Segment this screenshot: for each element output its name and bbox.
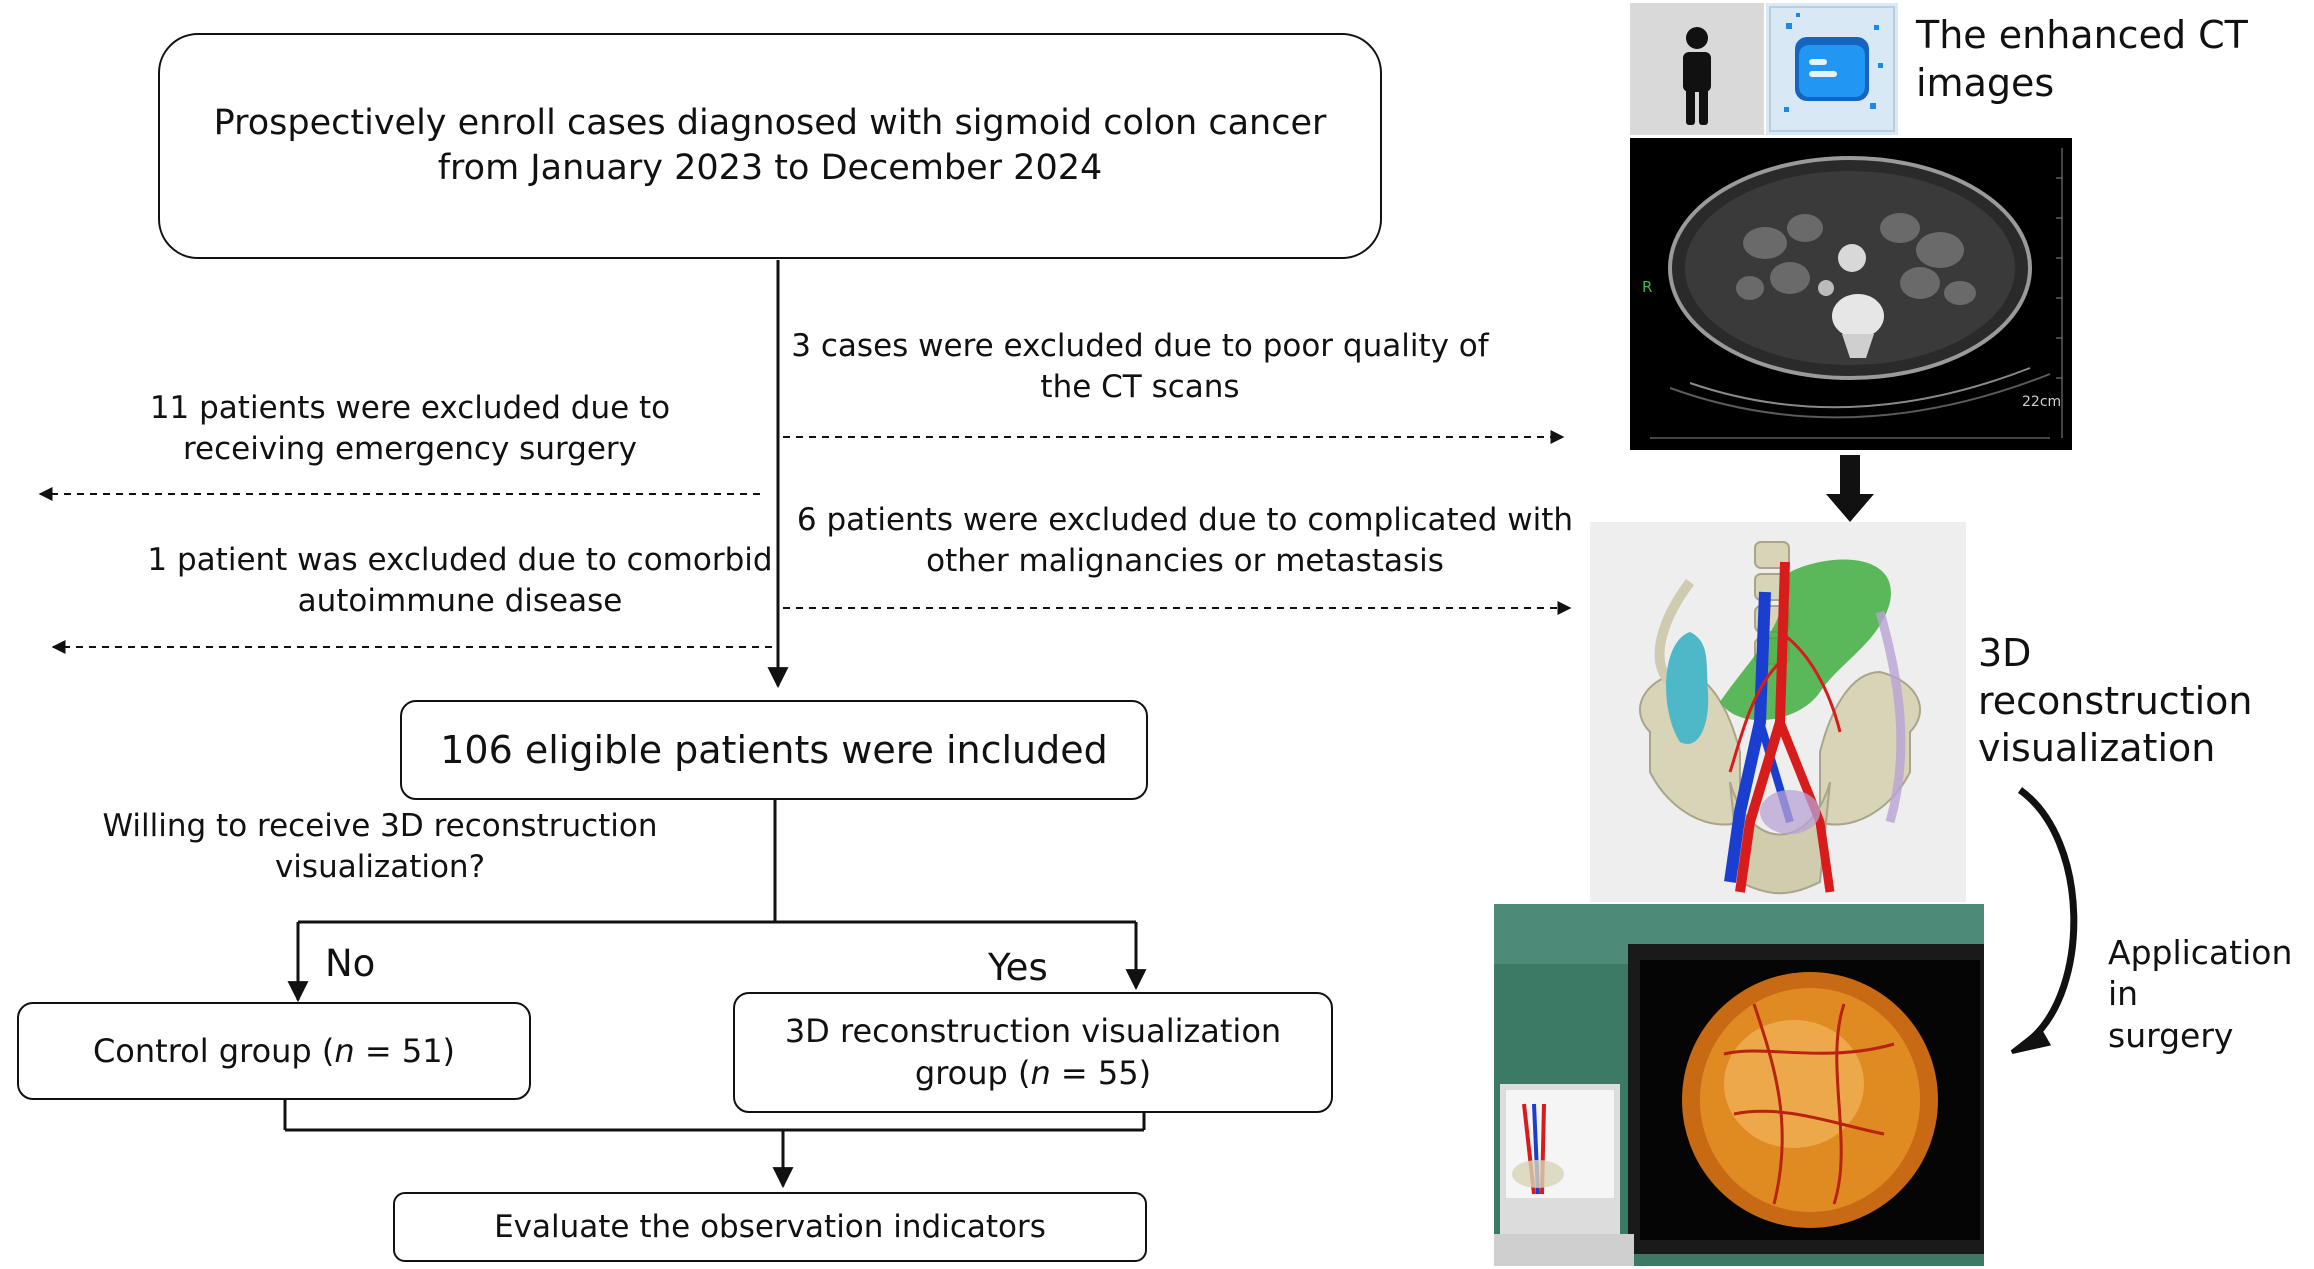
control-group-box: Control group (n = 51)	[17, 1002, 531, 1100]
no-label: No	[325, 942, 376, 985]
enroll-box: Prospectively enroll cases diagnosed wit…	[158, 33, 1382, 259]
recon-group-line2: group (n = 55)	[914, 1053, 1152, 1092]
excl-emerg-text: 11 patients were excluded due to receivi…	[149, 390, 671, 467]
eligible-text: 106 eligible patients were included	[440, 728, 1108, 772]
recon-group-box: 3D reconstruction visualization group (n…	[733, 992, 1333, 1113]
surgery-label: Application in surgery	[2108, 933, 2293, 1055]
file-folder-icon	[1769, 6, 1895, 132]
ct-to-3d-arrow-shaft	[1840, 455, 1860, 497]
ct-title: The enhanced CT images	[1916, 13, 2248, 105]
yes-label: Yes	[988, 946, 1048, 989]
recon-title: 3D reconstruction visualization	[1978, 631, 2253, 770]
eligible-box: 106 eligible patients were included	[400, 700, 1148, 800]
ct-to-3d-arrow-head	[1826, 494, 1874, 522]
folder-tile	[1766, 3, 1898, 135]
ct-marker-r: R	[1642, 278, 1653, 296]
surgery-photo	[1494, 904, 1984, 1266]
excl-auto-text: 1 patient was excluded due to comorbid a…	[147, 542, 773, 619]
enroll-text-line2: from January 2023 to December 2024	[437, 148, 1103, 188]
person-tile	[1630, 3, 1764, 135]
recon-group-line1: 3D reconstruction visualization	[784, 1011, 1282, 1050]
excl-malig-text: 6 patients were excluded due to complica…	[796, 502, 1574, 579]
question-text: Willing to receive 3D reconstruction vis…	[102, 808, 658, 885]
ct-scan-image: R 22cm	[1630, 138, 2072, 450]
recon-3d-image	[1590, 522, 1966, 902]
evaluate-box: Evaluate the observation indicators	[393, 1192, 1147, 1262]
enroll-text-line1: Prospectively enroll cases diagnosed wit…	[213, 102, 1327, 143]
evaluate-text: Evaluate the observation indicators	[494, 1209, 1046, 1245]
curved-arrow-icon	[2017, 787, 2078, 1043]
person-icon	[1683, 27, 1711, 125]
ct-scale-label: 22cm	[2022, 394, 2062, 410]
control-group-text: Control group (n = 51)	[92, 1032, 456, 1070]
excl-ct-text: 3 cases were excluded due to poor qualit…	[791, 328, 1489, 405]
